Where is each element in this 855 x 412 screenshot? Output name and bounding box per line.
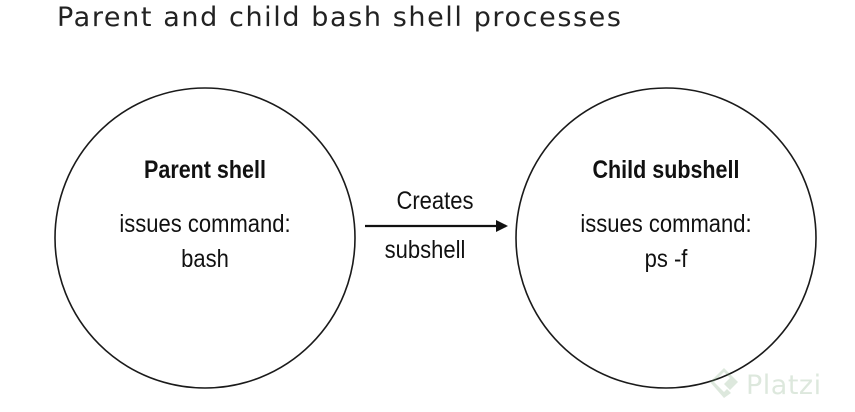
child-subshell-command: ps -f [644,245,688,273]
page-title: Parent and child bash shell processes [57,2,623,33]
platzi-watermark: Platzi [708,366,822,405]
parent-shell-node: Parent shell issues command: bash [80,156,330,277]
child-subshell-command-label: issues command: [580,210,752,238]
platzi-logo-icon [708,366,740,405]
parent-shell-circle [54,87,356,389]
child-subshell-circle [515,87,817,389]
platzi-wordmark: Platzi [746,370,822,401]
child-subshell-node: Child subshell issues command: ps -f [541,156,791,277]
parent-shell-title: Parent shell [144,156,266,184]
child-subshell-title: Child subshell [592,156,740,184]
parent-shell-command: bash [181,245,229,273]
parent-shell-command-label: issues command: [119,210,291,238]
edge-label-top: Creates [396,187,474,215]
edge-label-bottom: subshell [384,236,466,264]
